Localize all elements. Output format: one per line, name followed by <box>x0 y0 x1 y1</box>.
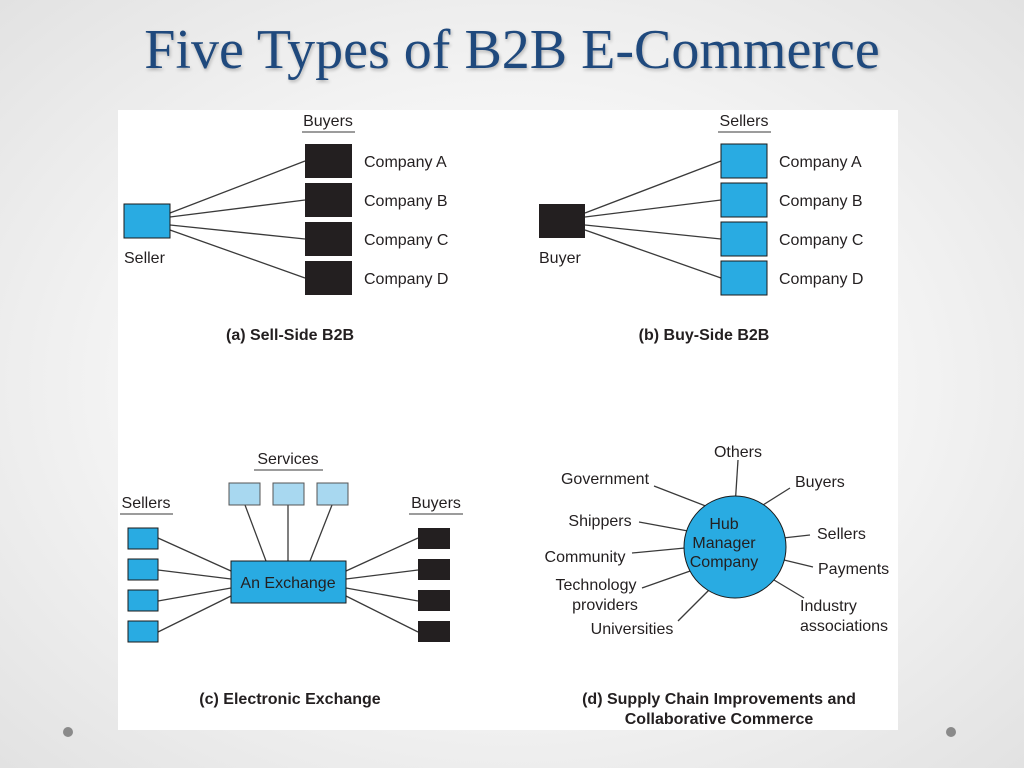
sell-side-caption: (a) Sell-Side B2B <box>226 327 354 344</box>
exchange-seller-node <box>127 527 159 550</box>
company-label: Company A <box>364 154 447 171</box>
buyer-company-node <box>305 222 352 256</box>
exchange-buyer-node <box>418 621 450 642</box>
company-label: Company C <box>779 232 863 249</box>
connector <box>169 160 306 214</box>
exchange-connectors <box>157 504 419 633</box>
sell-side-connectors <box>169 160 306 279</box>
exchange-hub-label: An Exchange <box>240 575 335 592</box>
connector <box>631 547 686 554</box>
exchange-caption: (c) Electronic Exchange <box>199 691 380 708</box>
service-node <box>228 482 261 506</box>
connector <box>345 587 419 602</box>
node-buyers: Buyers <box>795 474 845 491</box>
connector <box>782 534 811 539</box>
exchange-seller-node <box>127 589 159 612</box>
buyer-company-node <box>305 144 352 178</box>
company-label: Company C <box>364 232 448 249</box>
node-shippers: Shippers <box>568 513 631 530</box>
buy-side-caption: (b) Buy-Side B2B <box>639 327 770 344</box>
seller-node <box>123 203 171 239</box>
connector <box>169 224 306 240</box>
connector <box>584 199 722 218</box>
connector <box>638 521 689 532</box>
seller-company-node <box>720 182 768 218</box>
seller-label: Seller <box>124 250 166 267</box>
buy-side-connectors <box>584 160 722 279</box>
sellers-heading: Sellers <box>720 113 769 130</box>
node-government: Government <box>561 471 650 488</box>
buyer-label: Buyer <box>539 250 581 267</box>
connector <box>157 595 232 633</box>
connector <box>157 587 232 602</box>
connector <box>345 537 419 572</box>
diagram-canvas: Seller Buyers Company A Company B Compan… <box>120 113 890 728</box>
buyers-heading: Buyers <box>411 495 461 512</box>
supply-chain-caption-line2: Collaborative Commerce <box>625 711 814 728</box>
connector <box>309 504 333 562</box>
sell-side-diagram: Seller Buyers Company A Company B Compan… <box>123 113 448 344</box>
company-label: Company D <box>779 271 863 288</box>
company-label: Company D <box>364 271 448 288</box>
buyer-company-node <box>305 261 352 295</box>
node-universities: Universities <box>591 621 674 638</box>
exchange-buyer-node <box>418 559 450 580</box>
exchange-hub-node <box>230 560 347 604</box>
services-heading: Services <box>257 451 318 468</box>
service-node <box>316 482 349 506</box>
company-label: Company A <box>779 154 862 171</box>
node-sellers: Sellers <box>817 526 866 543</box>
company-label: Company B <box>364 193 448 210</box>
buyers-heading: Buyers <box>303 113 353 130</box>
seller-company-node <box>720 221 768 257</box>
exchange-diagram: Services Sellers Buyers <box>120 451 463 708</box>
company-label: Company B <box>779 193 863 210</box>
diagram-panel: Seller Buyers Company A Company B Compan… <box>118 110 898 730</box>
node-industry-line2: associations <box>800 618 888 635</box>
connector <box>345 595 419 633</box>
node-payments: Payments <box>818 561 889 578</box>
connector <box>783 559 814 568</box>
connector <box>773 579 805 599</box>
hub-label-line3: Company <box>690 554 758 571</box>
node-community: Community <box>545 549 626 566</box>
connector <box>157 537 232 572</box>
seller-company-node <box>720 143 768 179</box>
node-technology-line1: Technology <box>556 577 637 594</box>
sellers-heading: Sellers <box>122 495 171 512</box>
connector <box>157 569 232 580</box>
exchange-buyer-node <box>418 528 450 549</box>
connector <box>584 224 722 240</box>
exchange-seller-node <box>127 620 159 643</box>
buyer-node <box>539 204 585 238</box>
seller-company-node <box>720 260 768 296</box>
service-node <box>272 482 305 506</box>
hub-label-line1: Hub <box>709 516 738 533</box>
node-industry-line1: Industry <box>800 598 857 615</box>
node-technology-line2: providers <box>572 597 638 614</box>
hub-circle <box>683 495 787 599</box>
connector <box>677 586 713 622</box>
slide-decoration-dot <box>946 727 956 737</box>
connector <box>345 569 419 580</box>
buyer-company-node <box>305 183 352 217</box>
connector <box>169 199 306 218</box>
node-others: Others <box>714 444 762 461</box>
buy-side-diagram: Buyer Sellers Company A Company B Compan… <box>539 113 863 344</box>
slide-decoration-dot <box>63 727 73 737</box>
supply-chain-caption-line1: (d) Supply Chain Improvements and <box>582 691 856 708</box>
connector <box>584 160 722 214</box>
exchange-buyer-node <box>418 590 450 611</box>
connector <box>641 569 694 589</box>
slide-title: Five Types of B2B E-Commerce <box>144 19 880 81</box>
connector <box>584 229 722 279</box>
hub-label-line2: Manager <box>692 535 756 552</box>
connector <box>244 504 267 562</box>
connector <box>169 229 306 279</box>
exchange-seller-node <box>127 558 159 581</box>
supply-chain-diagram: Hub Manager Company Others Government Bu… <box>545 444 890 728</box>
